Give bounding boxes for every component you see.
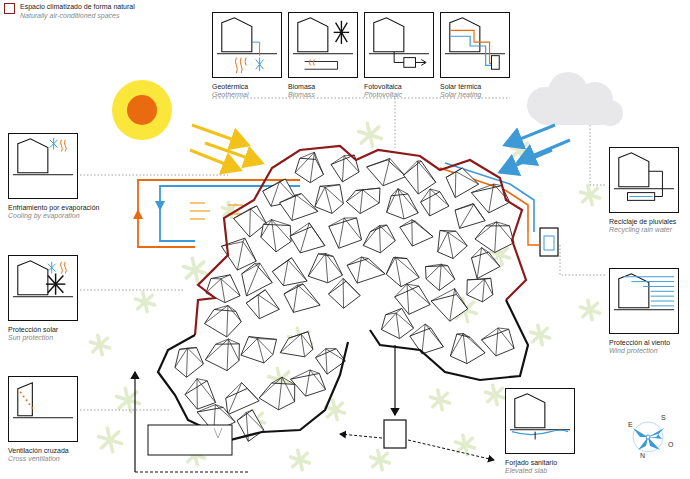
icon-frame [609, 268, 679, 334]
legend-text: Naturally air-conditioned spaces [20, 12, 119, 20]
climatized-outline [195, 146, 526, 335]
compass-letter: S [661, 414, 666, 421]
icon-frame [8, 133, 78, 199]
caption-english: Geothermal [212, 91, 282, 99]
rain-tank [540, 228, 558, 256]
icon-frame [505, 388, 575, 454]
strategy-icon [9, 377, 77, 441]
caption-spanish: Geotérmica [212, 83, 282, 91]
flow-arrow [155, 201, 165, 211]
strategy-box: FotovoltaicaPhotovoltaic [364, 12, 434, 99]
caption-spanish: Protección al viento [609, 339, 679, 347]
caption-english: Cooling by evaporation [8, 212, 99, 220]
strategy-icon [365, 13, 433, 77]
dashed-arrow [340, 434, 382, 438]
compass [633, 422, 664, 452]
strategy-box: Protección solarSun protection [8, 255, 78, 342]
ventilation-arrow [134, 372, 135, 472]
tree-symbols [90, 123, 599, 469]
caption-spanish: Forjado sanitario [505, 459, 575, 467]
strategy-icon [9, 134, 77, 198]
building-roofs [175, 152, 514, 441]
sun [112, 80, 172, 140]
icon-frame [8, 376, 78, 442]
strategy-box: Enfriamiento por evaporaciónCooling by e… [8, 133, 99, 220]
flow-arrow [133, 209, 143, 219]
strategy-icon [441, 13, 509, 77]
caption-english: Sun protection [8, 334, 78, 342]
legend-swatch [4, 3, 15, 14]
caption-spanish: Enfriamiento por evaporación [8, 204, 99, 212]
icon-frame [8, 255, 78, 321]
strategy-icon [213, 13, 281, 77]
strategy-icon [506, 389, 574, 453]
strategy-box: Ventilación cruzadaCross ventilation [8, 376, 78, 463]
slab-arrow [394, 345, 395, 415]
slab-symbol [384, 420, 406, 448]
caption-english: Elevated slab [505, 467, 575, 475]
caption-english: Biomass [288, 91, 358, 99]
caption-spanish: Fotovoltaica [364, 83, 434, 91]
caption-spanish: Reciclaje de pluviales [609, 218, 679, 226]
strategy-box: Solar térmicaSolar heating [440, 12, 510, 99]
strategy-box: BiomasaBiomass [288, 12, 358, 99]
sun-rays [190, 125, 262, 170]
icon-frame [288, 12, 358, 78]
icon-frame [212, 12, 282, 78]
compass-letter: O [668, 441, 673, 448]
strategy-box: Forjado sanitarioElevated slab [505, 388, 575, 475]
caption-spanish: Biomasa [288, 83, 358, 91]
caption-english: Recycling rain water [609, 226, 679, 234]
icon-frame [609, 147, 679, 213]
legend-text: Espacio climatizado de forma natural [20, 3, 135, 11]
dashed-arrow [408, 440, 494, 460]
strategy-icon [610, 148, 678, 212]
icon-frame [440, 12, 510, 78]
strategy-icon [289, 13, 357, 77]
strategy-icon [610, 269, 678, 333]
rain-pipe [528, 232, 540, 245]
rain-tank-water [544, 236, 554, 250]
rain-arrows [500, 125, 570, 172]
cloud [527, 72, 623, 126]
sun-core [127, 95, 157, 125]
strategy-box: GeotérmicaGeothermal [212, 12, 282, 99]
strategy-icon [9, 256, 77, 320]
caption-spanish: Ventilación cruzada [8, 447, 78, 455]
caption-spanish: Protección solar [8, 326, 78, 334]
caption-english: Photovoltaic [364, 91, 434, 99]
caption-english: Cross ventilation [8, 455, 78, 463]
vent-box [148, 425, 232, 455]
ventilation-line [135, 472, 248, 473]
rain-pipes [440, 163, 534, 232]
compass-letter: N [640, 452, 645, 459]
caption-english: Wind protection [609, 347, 679, 355]
vent-symbol [214, 428, 222, 438]
strategy-box: Reciclaje de pluvialesRecycling rain wat… [609, 147, 679, 234]
compass-letter: E [628, 421, 633, 428]
caption-spanish: Solar térmica [440, 83, 510, 91]
strategy-box: Protección al vientoWind protection [609, 268, 679, 355]
building-outline [158, 300, 528, 440]
caption-english: Solar heating [440, 91, 510, 99]
icon-frame [364, 12, 434, 78]
